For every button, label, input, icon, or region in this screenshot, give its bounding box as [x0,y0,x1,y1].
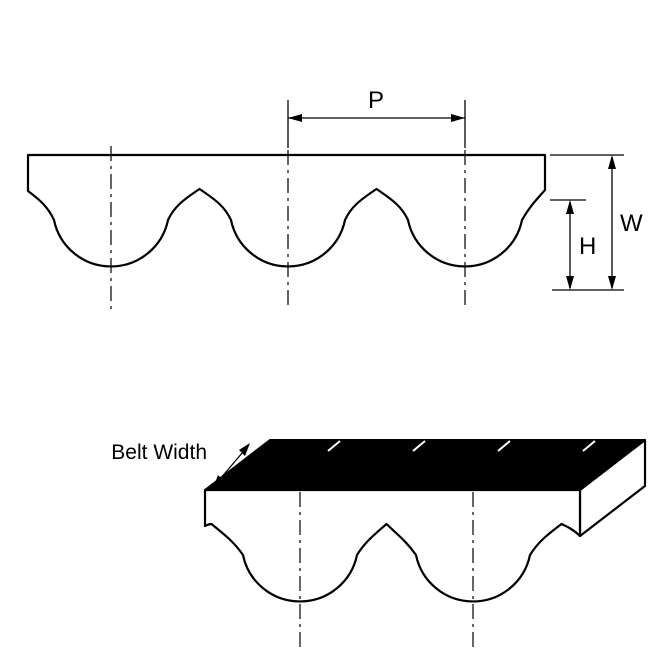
arrow-down-icon [608,276,616,290]
arrow-right-icon [451,114,465,122]
arrow-up-icon [608,155,616,169]
overall-thickness-label: W [620,210,643,237]
belt-profile-top-view [26,153,547,268]
tooth-seam-tick [582,440,596,452]
belt-width-arrow-line [219,451,244,480]
tooth-height-label: H [579,233,596,260]
arrow-up-icon [566,200,574,214]
arrow-up-right-icon [239,443,250,456]
belt-3d-top-face [204,439,646,491]
arrow-left-icon [288,114,302,122]
arrow-down-left-icon [213,475,224,488]
tooth-seam-tick [497,440,511,452]
arrow-down-icon [566,276,574,290]
belt-3d-front-profile [203,488,582,603]
tooth-seam-tick [412,440,426,452]
tooth-seam-tick [327,440,341,452]
pitch-label: P [368,87,384,114]
belt-width-label: Belt Width [111,441,207,464]
